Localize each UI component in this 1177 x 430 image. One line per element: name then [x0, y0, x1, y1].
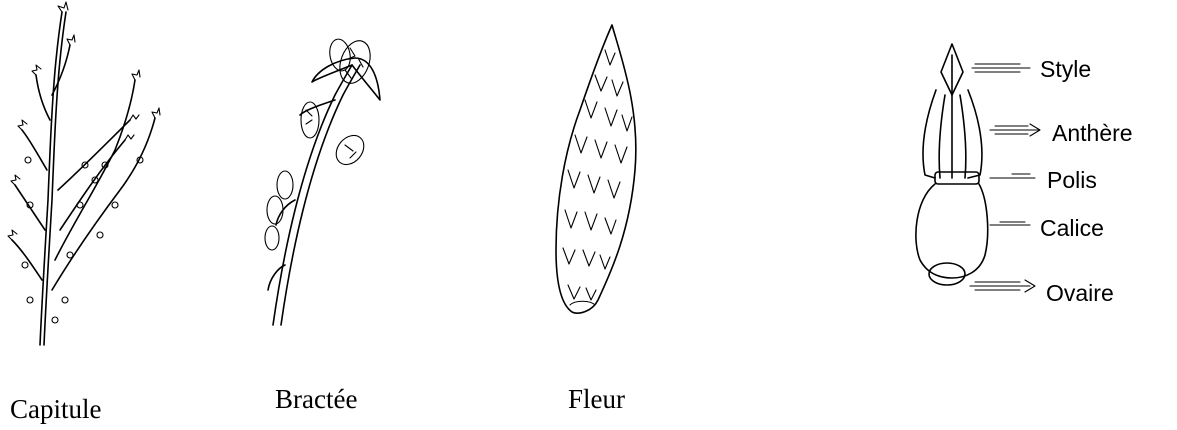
flower-structure-arrows [970, 64, 1040, 292]
caption-bractee: Bractée [275, 386, 357, 413]
caption-fleur: Fleur [568, 386, 625, 413]
style-arrow-icon [972, 64, 1030, 72]
label-anthere: Anthère [1052, 120, 1133, 146]
calice-arrow-icon [990, 222, 1030, 225]
capitule-drawing [12, 12, 155, 345]
fleur-drawing [556, 25, 636, 313]
fleur-scales [563, 50, 632, 305]
flower-structure-drawing [916, 44, 988, 285]
bractee-drawing [268, 58, 380, 325]
label-calice: Calice [1040, 215, 1104, 241]
label-style: Style [1040, 56, 1091, 82]
label-ovaire: Ovaire [1046, 280, 1114, 306]
anthere-arrow-icon [990, 124, 1040, 136]
label-polis: Polis [1047, 167, 1097, 193]
bractee-heads [265, 37, 376, 250]
ovaire-arrow-icon [970, 280, 1035, 292]
polis-arrow-icon [990, 174, 1035, 178]
caption-capitule: Capitule [10, 396, 101, 423]
